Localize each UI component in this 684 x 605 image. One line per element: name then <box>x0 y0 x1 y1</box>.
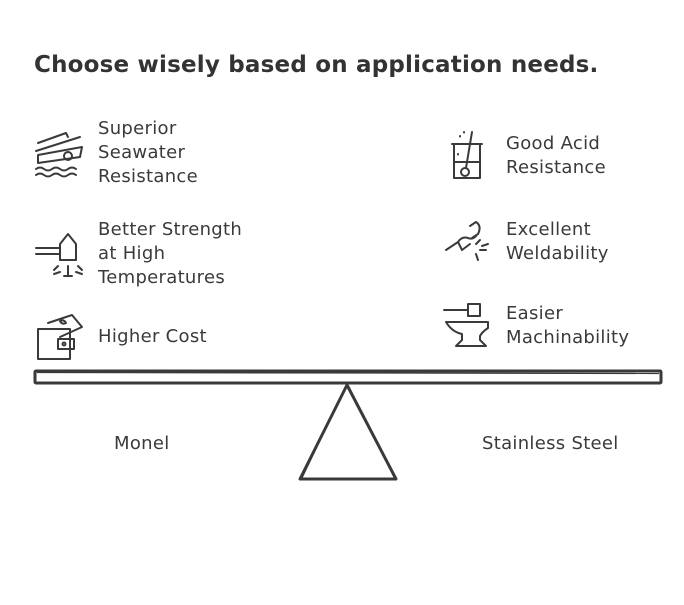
ship-on-water-icon <box>34 125 86 181</box>
beaker-with-stirrer-icon <box>442 128 494 184</box>
monel-item-label: Better Strength at High Temperatures <box>98 219 243 288</box>
steel-item-acid: Good Acid Resistance <box>442 128 606 184</box>
monel-item-cost: Higher Cost <box>34 309 207 365</box>
monel-item-seawater: Superior Seawater Resistance <box>34 117 198 189</box>
monel-item-label: Higher Cost <box>98 326 207 347</box>
monel-item-label: Superior Seawater Resistance <box>98 118 198 187</box>
welding-torch-icon <box>442 214 494 270</box>
wallet-with-cash-icon <box>34 309 86 365</box>
heated-rod-icon <box>34 226 86 282</box>
monel-item-strength: Better Strength at High Temperatures <box>34 218 242 290</box>
stainless-steel-label: Stainless Steel <box>482 433 619 454</box>
steel-item-label: Easier Machinability <box>506 303 630 348</box>
seesaw-beam <box>33 369 663 385</box>
steel-item-machinability: Easier Machinability <box>442 298 629 354</box>
steel-item-weldability: Excellent Weldability <box>442 214 609 270</box>
anvil-hammer-icon <box>442 298 494 354</box>
page-title: Choose wisely based on application needs… <box>34 52 599 78</box>
steel-item-label: Excellent Weldability <box>506 219 609 264</box>
monel-label: Monel <box>114 433 170 454</box>
steel-item-label: Good Acid Resistance <box>506 133 606 178</box>
seesaw-fulcrum <box>298 383 398 481</box>
